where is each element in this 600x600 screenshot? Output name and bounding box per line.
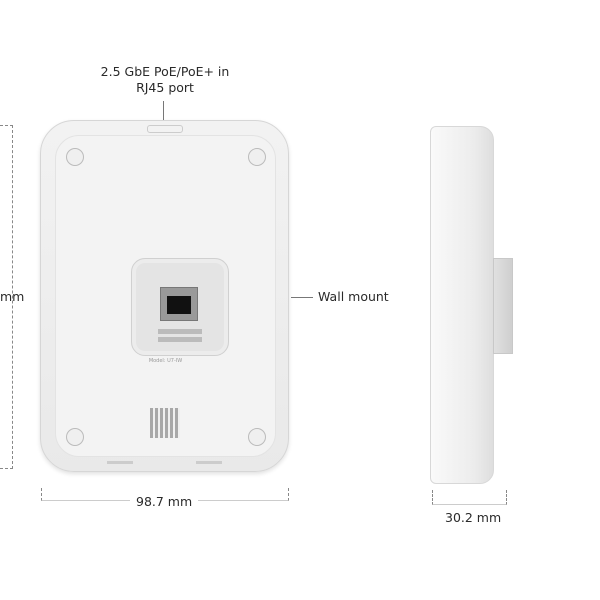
device-side-view — [430, 126, 494, 484]
depth-dimension-line — [432, 490, 507, 505]
qr-code-icon — [150, 408, 180, 438]
device-back-face: Model: U7-IW — [55, 135, 276, 457]
wall-mount-callout: Wall mount — [318, 289, 389, 304]
wall-mount-bracket — [493, 258, 513, 354]
screw-hole — [248, 148, 266, 166]
screw-hole — [66, 148, 84, 166]
port-callout: 2.5 GbE PoE/PoE+ in RJ45 port — [100, 64, 230, 95]
width-label: 98.7 mm — [130, 494, 199, 509]
port-plate — [131, 258, 229, 356]
wall-mount-line — [291, 297, 313, 298]
screw-hole — [248, 428, 266, 446]
top-slot — [147, 125, 183, 133]
height-dimension-line — [0, 125, 13, 469]
rj45-port — [160, 287, 198, 321]
screw-hole — [66, 428, 84, 446]
device-front-view: Model: U7-IW — [40, 120, 289, 472]
device-model-label: Model: U7-IW — [148, 358, 183, 364]
depth-label: 30.2 mm — [445, 510, 502, 525]
height-label: mm — [0, 289, 25, 304]
